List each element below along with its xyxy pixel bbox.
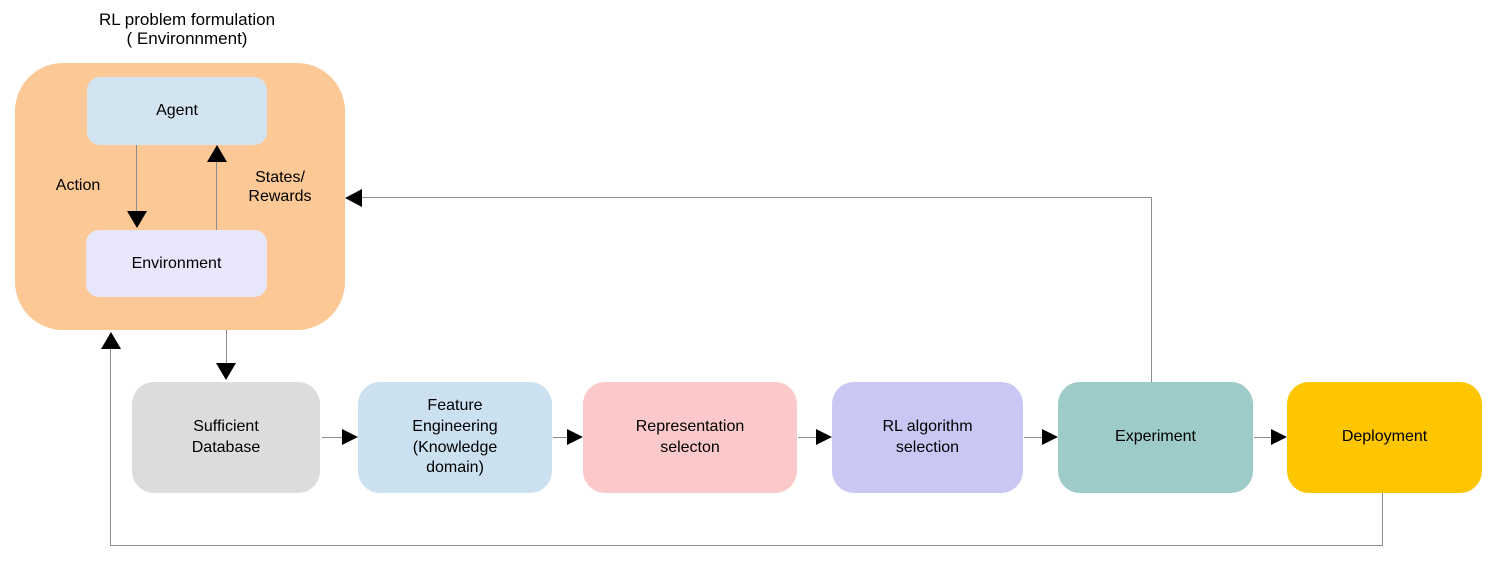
states-rewards-label: States/ Rewards xyxy=(248,169,312,206)
environment-label: Environment xyxy=(131,254,222,272)
feedback-deployment-head-icon xyxy=(101,332,121,349)
environment-node: Environment xyxy=(86,230,267,297)
connector-representation-to-algorithm-head-icon xyxy=(816,429,832,445)
action-label: Action xyxy=(55,177,101,194)
connector-database-to-feature-line xyxy=(322,437,343,438)
connector-feature-to-representation-line xyxy=(553,437,568,438)
feedback-experiment-horizontal-line xyxy=(362,197,1152,198)
feedback-experiment-head-icon xyxy=(345,189,362,207)
feedback-deployment-right-vertical-line xyxy=(1382,493,1383,545)
connector-representation-to-algorithm-line xyxy=(798,437,817,438)
connector-experiment-to-deployment-head-icon xyxy=(1271,429,1287,445)
pipeline-node-representation-selection: Representation selecton xyxy=(583,382,797,493)
pipeline-node-rl-algorithm-selection: RL algorithm selection xyxy=(832,382,1023,493)
connector-algorithm-to-experiment-head-icon xyxy=(1042,429,1058,445)
connector-database-to-feature-head-icon xyxy=(342,429,358,445)
pipeline-node-feature-engineering: Feature Engineering (Knowledge domain) xyxy=(358,382,552,493)
arrow-agent-to-environment-head-icon xyxy=(127,211,147,228)
feedback-experiment-vertical-line xyxy=(1151,197,1152,382)
agent-node: Agent xyxy=(87,77,267,145)
agent-label: Agent xyxy=(156,102,198,119)
pipeline-node-deployment: Deployment xyxy=(1287,382,1482,493)
diagram-title: RL problem formulation ( Environnment) xyxy=(98,10,276,48)
connector-feature-to-representation-head-icon xyxy=(567,429,583,445)
arrow-agent-to-environment-line xyxy=(136,145,137,211)
pipeline-node-sufficient-database: Sufficient Database xyxy=(132,382,320,493)
connector-experiment-to-deployment-line xyxy=(1254,437,1272,438)
arrow-environment-to-agent-line xyxy=(216,162,217,230)
pipeline-node-experiment: Experiment xyxy=(1058,382,1253,493)
connector-algorithm-to-experiment-line xyxy=(1024,437,1043,438)
arrow-formulation-to-database-line xyxy=(226,330,227,363)
arrow-formulation-to-database-head-icon xyxy=(216,363,236,380)
arrow-environment-to-agent-head-icon xyxy=(207,145,227,162)
feedback-deployment-bottom-line xyxy=(110,545,1383,546)
feedback-deployment-left-vertical-line xyxy=(110,349,111,545)
